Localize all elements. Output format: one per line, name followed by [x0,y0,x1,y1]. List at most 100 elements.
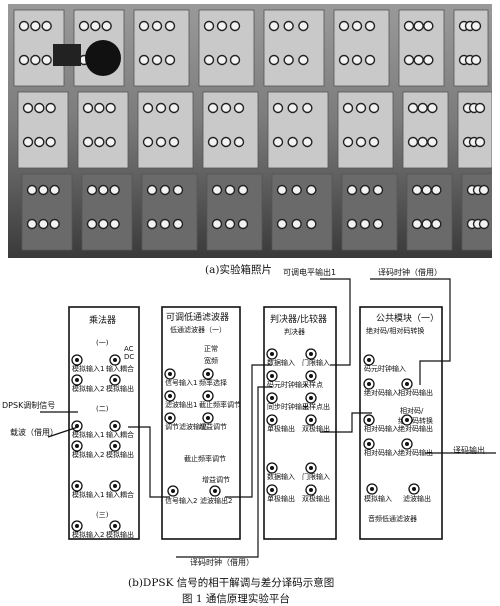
photo-jack [49,218,60,230]
public-row-label-right: 相对码输出 [398,388,433,397]
lowpass-jack-left-core [168,416,172,420]
connection-wires [40,278,496,558]
public-jack-left-core [367,418,371,422]
photo-jack [470,54,482,66]
public-jack-left-core [367,442,371,446]
photo-jack [411,218,423,230]
photo-panel [81,173,133,251]
photo-jack [159,184,171,196]
figure-caption: 图 1 通信原理实验平台 [182,593,290,605]
multiplier-row-label-right: 模拟输出 [106,530,134,539]
public-jack-right-core [405,442,409,446]
lowpass-jack-input2-core [171,489,175,493]
photo-jack [368,136,380,148]
photo-jack [346,218,358,230]
public-subtitle: 绝对码/相对码转换 [366,326,424,335]
decision-row-label-right: 采样点出 [302,402,330,411]
decision-jack-left-core [270,488,274,492]
photo-jack [146,184,158,196]
photo-jack [268,20,280,32]
decision-jack-left-core [270,418,274,422]
photo-panel [337,91,394,169]
photo-jack [49,184,60,196]
photo-jack [22,136,34,148]
photo-jack [105,136,116,148]
photo-jack [351,54,363,66]
photo-jack [159,218,171,230]
output-label: 译码输出 [453,445,485,455]
photo-jack [287,136,298,148]
lowpass-knob-gain: 增益调节 [202,475,230,484]
photo-jack [203,54,215,66]
lowpass-mode-normal: 正常 [204,344,218,353]
lowpass-jack-right-core [206,416,210,420]
decision-row-label-right: 门限输入 [302,358,330,367]
photo-jack [220,136,232,148]
photo-display [53,44,81,66]
multiplier-row-label-left: 模拟输入1 [72,364,104,373]
photo-jack [172,218,184,230]
photo-jack [38,184,49,196]
public-jack-left-core [367,382,371,386]
photo-jack [359,218,371,230]
lowpass-row-label-left: 信号输入1 [165,378,197,387]
photo-jack [22,102,34,114]
photo-panel [402,91,449,169]
photo-jack [276,218,288,230]
decision-row-label-left: 同步时钟输出 [267,402,309,411]
photo-jack [82,102,94,114]
multiplier-title: 乘法器 [89,314,116,326]
photo-jack [272,102,284,114]
photo-jack [229,54,241,66]
multiplier-row-label-right: 输入耦合 [106,430,134,439]
multiplier-row-label-left: 模拟输入2 [72,384,104,393]
photo-jack [342,136,354,148]
photo-jack [164,54,176,66]
photo-jack [474,136,486,148]
photo-jack [287,102,298,114]
top-label-decode-clock: 译码时钟（借用） [378,267,442,277]
public-row-label-left: 相对码输入 [364,424,399,433]
photo-jack [417,102,428,114]
photo-jack [216,54,228,66]
photo-jack [146,218,158,230]
decision-jack-left-core [270,352,274,356]
decision-row-label-left: 数据输入 [267,358,295,367]
lowpass-jack-output2-core [213,489,217,493]
photo-jack [417,136,428,148]
lowpass-jack-left-core [168,394,172,398]
public-mid-label-1: 相对码/ [400,406,424,415]
photo-jack [26,218,38,230]
photo-jack [151,54,163,66]
photo-jack [291,218,302,230]
public-row-label-right: 绝对码输出 [398,424,433,433]
multiplier-section-3: (三) [96,511,109,519]
photo-jack [237,218,249,230]
photo-jack [86,218,98,230]
photo-jack [368,102,380,114]
multiplier-jack-right-core [113,424,117,428]
photo-jack [237,184,249,196]
public-jack-right-core [405,418,409,422]
decision-row-label-right: 门限输入 [302,472,330,481]
bottom-label-decode-clock: 译码时钟（借用） [190,557,254,567]
multiplier-row-label-right: 输入耦合 [106,490,134,499]
photo-speaker [85,40,121,76]
photo-jack [364,54,376,66]
multiplier-switch-dc: DC [124,353,134,361]
photo-jack [355,136,367,148]
decision-row-label-left: 数据输入 [267,472,295,481]
public-mid-label-2: 绝对码转换 [398,416,433,425]
multiplier-row-label-left: 模拟输入2 [72,530,104,539]
photo-jack [220,102,232,114]
photo-jack [168,102,180,114]
photo-jack [407,136,419,148]
photo-jack [302,136,313,148]
photo-jack [338,54,350,66]
multiplier-jack-right-core [113,358,117,362]
photo-panel [21,173,73,251]
photo-jack [142,136,154,148]
photo-jack [233,102,245,114]
photo-jack [276,184,288,196]
multiplier-row-label-right: 模拟输出 [106,384,134,393]
